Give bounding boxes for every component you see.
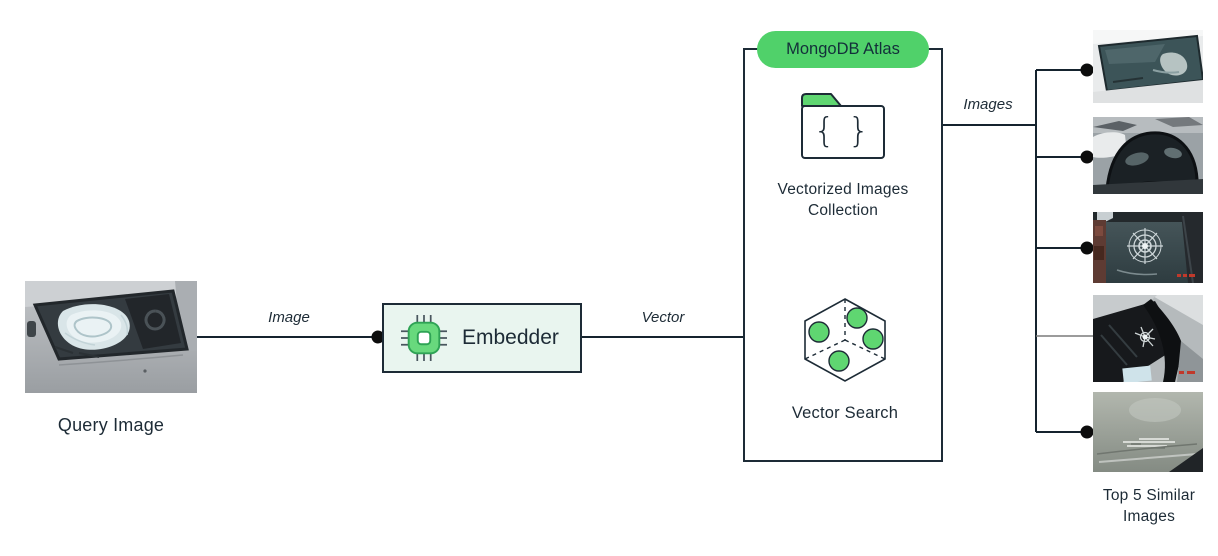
similar-image-4 [1093, 295, 1203, 382]
query-image-figure: Query Image [25, 281, 197, 437]
similar-image-3 [1093, 212, 1203, 283]
edge-label-vector: Vector [641, 309, 685, 326]
query-image-label: Query Image [57, 415, 165, 435]
top-similar-images-label: Top 5 Similar Images [1102, 487, 1196, 525]
query-image [25, 281, 197, 393]
folder-braces-icon: { } [801, 93, 885, 159]
embedder-label: Embedder [462, 326, 559, 349]
cube-vectors-icon [804, 298, 886, 382]
vector-search-label: Vector Search [791, 404, 899, 422]
similar-image-5-photo [1093, 392, 1203, 472]
similar-image-2-photo [1093, 117, 1203, 194]
similar-image-1-photo [1093, 30, 1203, 103]
edge-endpoint-dots [371, 63, 1094, 439]
similar-image-4-photo [1093, 295, 1203, 382]
similar-image-3-photo [1093, 212, 1203, 283]
edge-label-images: Images [963, 96, 1013, 113]
similar-image-1 [1093, 30, 1203, 103]
edge-lines [197, 69, 1093, 433]
svg-text:{ }: { } [813, 111, 872, 151]
similar-image-5 [1093, 392, 1203, 472]
mongodb-atlas-badge: MongoDB Atlas [757, 31, 929, 68]
chip-icon [401, 315, 447, 361]
embedder-node: Embedder [382, 303, 582, 373]
edge-label-image: Image [268, 309, 310, 326]
vectorized-images-collection-label: Vectorized Images Collection [777, 181, 909, 219]
similar-image-2 [1093, 117, 1203, 194]
